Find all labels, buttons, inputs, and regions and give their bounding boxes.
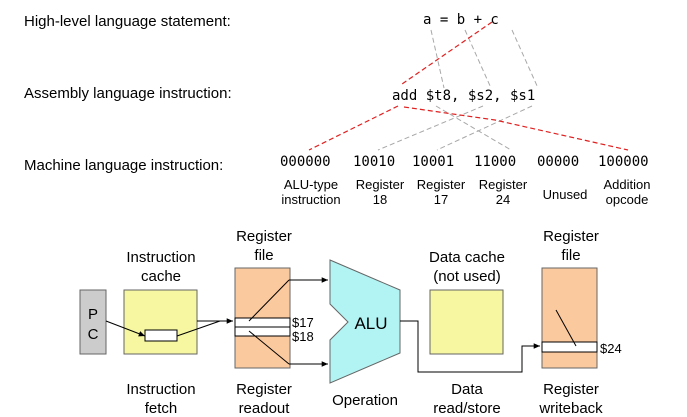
- register-writeback-caption: writeback: [538, 400, 603, 417]
- field-label: opcode: [606, 192, 649, 207]
- instruction-cache-title: cache: [141, 268, 181, 285]
- register-writeback-caption: Register: [543, 381, 599, 398]
- grey-mapping-lines-top: [430, 29, 539, 89]
- field-label: ALU-type: [284, 177, 338, 192]
- data-cache: Data cache (not used) Data read/store: [429, 249, 505, 417]
- data-read-store-caption: read/store: [433, 400, 501, 417]
- field-bits: 11000: [474, 154, 516, 170]
- field-bits: 10001: [412, 154, 454, 170]
- field-bits: 100000: [598, 154, 649, 170]
- field-label: Unused: [543, 187, 588, 202]
- register-17-label: $17: [292, 315, 314, 330]
- data-cache-title: Data cache: [429, 249, 505, 266]
- register-file-write-title: Register: [543, 228, 599, 245]
- field-bits: 10010: [353, 154, 395, 170]
- pc-label: P: [88, 306, 98, 323]
- register-24-slot: [541, 341, 598, 353]
- register-readout-caption: readout: [239, 400, 291, 417]
- instruction-cache-slot: [144, 329, 178, 342]
- register-file-read-title: file: [254, 247, 273, 264]
- field-label: Register: [356, 177, 405, 192]
- alu-label: ALU: [354, 314, 387, 333]
- pc-register: P C: [79, 289, 107, 355]
- instruction-cache: Instruction cache Instruction fetch: [123, 249, 198, 417]
- operation-caption: Operation: [332, 392, 398, 409]
- register-18-slot: [234, 326, 291, 337]
- assembly-instruction: add $t8, $s2, $s1: [392, 88, 535, 104]
- field-label: 18: [373, 192, 387, 207]
- field-label: instruction: [281, 192, 340, 207]
- data-cache-title: (not used): [433, 268, 501, 285]
- register-17-slot: [234, 317, 291, 328]
- instruction-fetch-caption: Instruction: [126, 381, 195, 398]
- pc-label: C: [88, 326, 99, 343]
- instruction-cache-title: Instruction: [126, 249, 195, 266]
- grey-mapping-lines-bottom: [377, 105, 533, 151]
- assembly-label: Assembly language instruction:: [24, 85, 232, 102]
- register-24-label: $24: [600, 341, 622, 356]
- register-18-label: $18: [292, 329, 314, 344]
- field-label: Addition: [604, 177, 651, 192]
- register-file-read: Register file $17 $18 Register readout: [234, 228, 314, 417]
- machine-label: Machine language instruction:: [24, 157, 223, 174]
- high-level-statement: a = b + c: [423, 12, 499, 28]
- field-bits: 000000: [280, 154, 331, 170]
- field-bits: 00000: [537, 154, 579, 170]
- field-label: Register: [479, 177, 528, 192]
- instruction-fetch-caption: fetch: [145, 400, 178, 417]
- data-read-store-caption: Data: [451, 381, 483, 398]
- field-label: 24: [496, 192, 510, 207]
- machine-fields: 000000 10010 10001 11000 00000 100000 AL…: [280, 154, 650, 207]
- datapath-wires: [105, 277, 577, 373]
- red-mapping-line-top: [401, 21, 493, 85]
- red-mapping-lines-bottom: [308, 105, 629, 151]
- register-readout-caption: Register: [236, 381, 292, 398]
- high-level-label: High-level language statement:: [24, 13, 231, 30]
- alu: ALU Operation: [329, 259, 401, 409]
- field-label: Register: [417, 177, 466, 192]
- register-file-write-title: file: [561, 247, 580, 264]
- register-file-read-title: Register: [236, 228, 292, 245]
- register-file-write: Register file $24 Register writeback: [538, 228, 621, 417]
- field-label: 17: [434, 192, 448, 207]
